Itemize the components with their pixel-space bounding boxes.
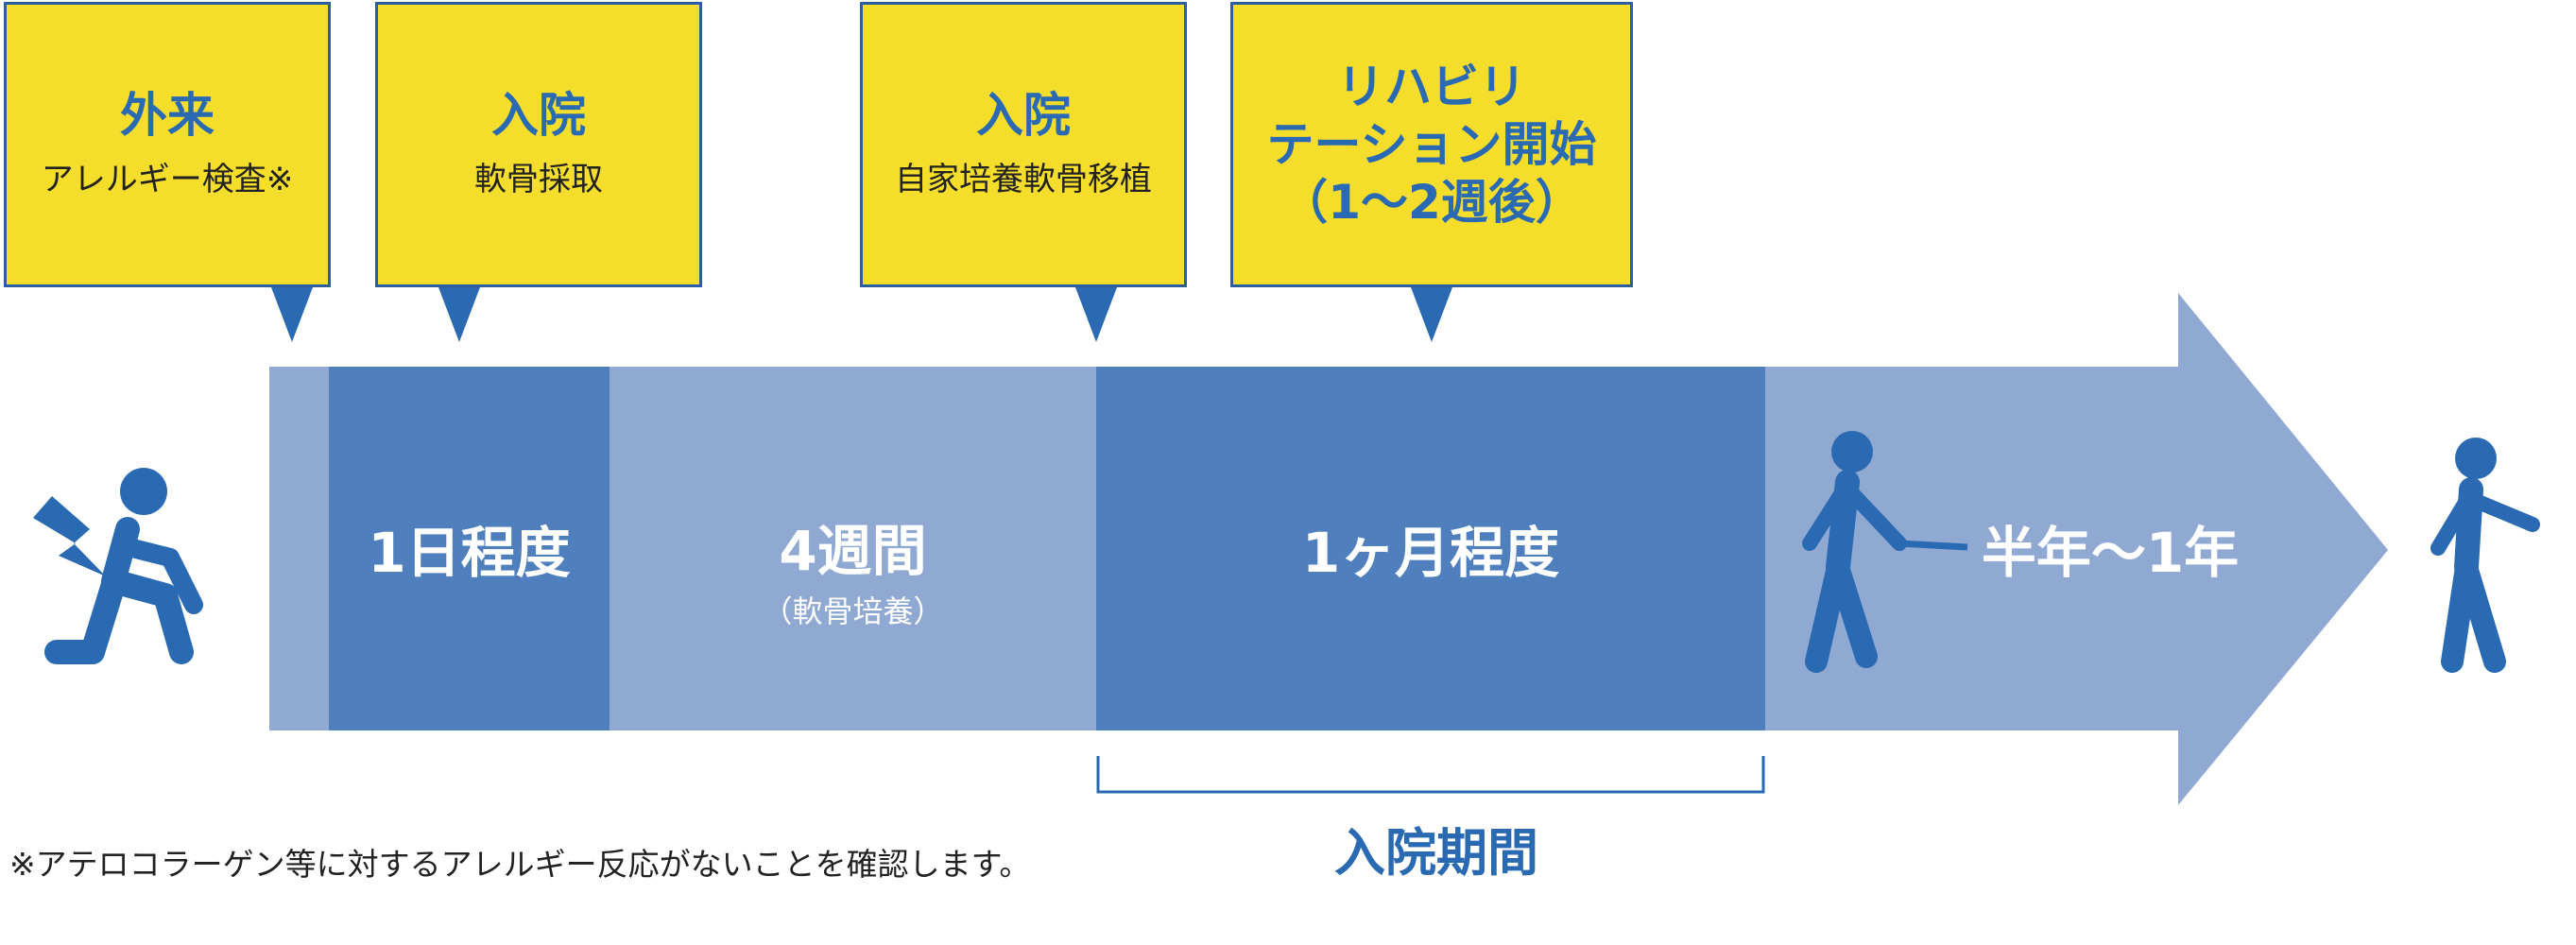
callout-pointer (271, 287, 313, 342)
hospital-period-bracket (1096, 756, 1765, 794)
segment-1month (1096, 367, 1765, 730)
callout-rehabilitation: リハビリ テーション開始 （1～2週後） (1230, 2, 1633, 287)
callout-outpatient: 外来 アレルギー検査※ (4, 2, 331, 287)
label-halfyear: 半年～1年 (1981, 521, 2240, 585)
person-with-cane-icon (1802, 431, 1968, 673)
segment-1day (329, 367, 610, 730)
callout-subtitle: 軟骨採取 (474, 160, 603, 198)
label-4weeks-sub: （軟骨培養） (762, 593, 944, 629)
callout-title-line: テーション開始 (1266, 116, 1597, 172)
callout-admission-transplant: 入院 自家培養軟骨移植 (860, 2, 1187, 287)
hospital-period-label: 入院期間 (1334, 823, 1538, 883)
callout-admission-harvest: 入院 軟骨採取 (375, 2, 702, 287)
callout-title-line: リハビリ (1337, 59, 1526, 114)
callout-pointer (438, 287, 480, 342)
label-1month: 1ヶ月程度 (1301, 521, 1560, 585)
footnote: ※アテロコラーゲン等に対するアレルギー反応がないことを確認します。 (9, 846, 1031, 883)
label-1day: 1日程度 (368, 521, 571, 585)
callout-title-line: （1～2週後） (1280, 174, 1583, 230)
callout-title: 外来 (120, 87, 215, 143)
walking-person-icon (2430, 438, 2540, 673)
label-4weeks: 4週間 (779, 519, 927, 583)
injured-person-icon (33, 468, 203, 664)
callout-title: 入院 (976, 87, 1071, 143)
callout-pointer (1075, 287, 1117, 342)
callout-subtitle: アレルギー検査※ (41, 160, 294, 198)
callout-title: 入院 (491, 87, 586, 143)
callout-pointer (1411, 287, 1452, 342)
callout-subtitle: 自家培養軟骨移植 (895, 160, 1152, 198)
